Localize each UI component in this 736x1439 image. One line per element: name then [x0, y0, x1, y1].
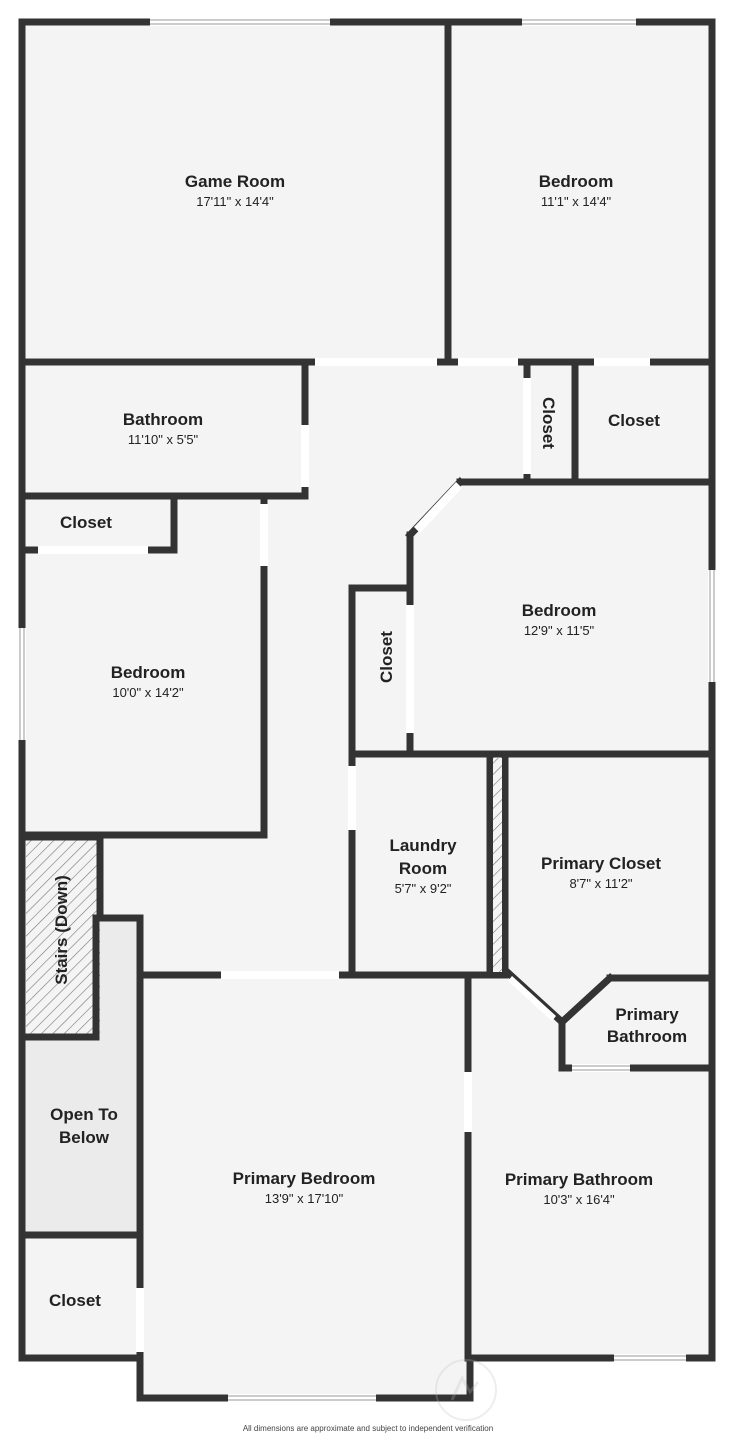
- room-dims-game-room: 17'11" x 14'4": [196, 194, 274, 209]
- room-name-primary-bedroom: Primary Bedroom: [233, 1169, 376, 1188]
- room-dims-laundry: 5'7" x 9'2": [395, 881, 452, 896]
- open-to-below-area: [22, 1040, 136, 1235]
- room-name-bedroom-west: Bedroom: [111, 663, 186, 682]
- window-bedroom-east: [708, 570, 716, 682]
- room-name-closet-sw: Closet: [49, 1291, 101, 1310]
- room-name-closet-narrow: Closet: [539, 397, 558, 449]
- room-dims-primary-closet: 8'7" x 11'2": [569, 876, 632, 891]
- room-dims-primary-bedroom: 13'9" x 17'10": [265, 1191, 344, 1206]
- room-dims-bedroom-west: 10'0" x 14'2": [112, 685, 184, 700]
- room-name-primary-bath-small-line2: Bathroom: [607, 1027, 687, 1046]
- room-dims-bedroom-ne: 11'1" x 14'4": [541, 194, 612, 209]
- laundry-bifold: [493, 758, 502, 972]
- room-name-bedroom-east: Bedroom: [522, 601, 597, 620]
- room-name-primary-closet: Primary Closet: [541, 854, 661, 873]
- room-labels: Game Room 17'11" x 14'4" Bedroom 11'1" x…: [49, 172, 687, 1310]
- room-name-primary-bathroom: Primary Bathroom: [505, 1170, 653, 1189]
- window-bedroom-ne: [522, 18, 636, 26]
- room-name-bathroom: Bathroom: [123, 410, 203, 429]
- room-name-open-below-line2: Below: [59, 1128, 110, 1147]
- windows: [18, 18, 716, 1402]
- room-name-bedroom-ne: Bedroom: [539, 172, 614, 191]
- door-openings: [38, 358, 650, 1352]
- room-dims-bedroom-east: 12'9" x 11'5": [524, 623, 595, 638]
- window-bedroom-west: [18, 628, 26, 740]
- stairs-label: Stairs (Down): [52, 875, 71, 985]
- room-name-closet-mid: Closet: [377, 631, 396, 683]
- room-name-laundry-line1: Laundry: [389, 836, 457, 855]
- room-name-primary-bath-small-line1: Primary: [615, 1005, 679, 1024]
- room-dims-primary-bathroom: 10'3" x 16'4": [543, 1192, 615, 1207]
- window-primary-bathroom: [614, 1354, 686, 1362]
- window-game-room: [150, 18, 330, 26]
- stairs-hatch: [26, 840, 100, 1033]
- room-name-closet-small: Closet: [60, 513, 112, 532]
- room-name-laundry-line2: Room: [399, 859, 447, 878]
- watermark-logo: [435, 1359, 497, 1421]
- room-name-open-below-line1: Open To: [50, 1105, 118, 1124]
- disclaimer-footer: All dimensions are approximate and subje…: [242, 1424, 494, 1433]
- room-dims-bathroom: 11'10" x 5'5": [128, 432, 199, 447]
- room-name-game-room: Game Room: [185, 172, 285, 191]
- window-primary-bathroom-small: [572, 1064, 630, 1072]
- room-name-closet-ne: Closet: [608, 411, 660, 430]
- window-primary-bedroom: [228, 1394, 376, 1402]
